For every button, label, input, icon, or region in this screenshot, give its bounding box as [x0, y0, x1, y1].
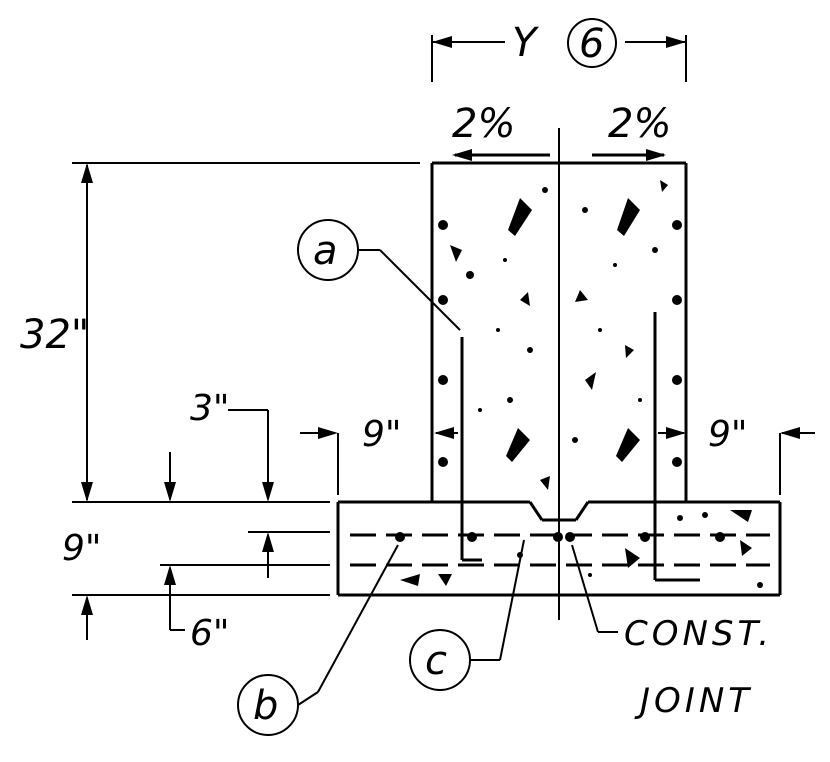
dim-9-base-label: 9" [62, 528, 101, 569]
top-width-dimension: Y 6 [431, 18, 687, 82]
dim-9-right-label: 9" [708, 414, 747, 455]
construction-joint-note: CONST. JOINT [571, 544, 773, 721]
const-joint-line1: CONST. [624, 614, 773, 654]
dim-3-label: 3" [190, 388, 229, 429]
y-label: Y [512, 20, 540, 66]
dim-9-left: 9" [300, 414, 458, 495]
callout-c: c [409, 539, 525, 691]
dim-3-inch: 3" [164, 388, 274, 502]
height-dimension: 32" [20, 162, 420, 503]
dim-6-label: 6" [190, 613, 229, 654]
callout-a: a [297, 219, 461, 331]
slope-left-label: 2% [452, 101, 515, 147]
callout-a-label: a [313, 228, 338, 274]
base-slab [336, 500, 782, 597]
circle-six-marker [567, 18, 617, 68]
dim-base-thickness: 9" 6" [62, 528, 330, 654]
callout-b: b [237, 544, 399, 736]
const-joint-line2: JOINT [634, 681, 753, 721]
callout-b-label: b [253, 683, 278, 729]
slope-right-label: 2% [608, 101, 671, 147]
slope-indicators: 2% 2% [452, 101, 671, 161]
height-32-label: 32" [20, 312, 89, 358]
barrier-stem [430, 128, 688, 620]
circle-six-label: 6 [579, 21, 604, 67]
dim-9-right: 9" [658, 414, 815, 495]
dim-9-left-label: 9" [362, 414, 401, 455]
callout-c-label: c [425, 638, 447, 684]
